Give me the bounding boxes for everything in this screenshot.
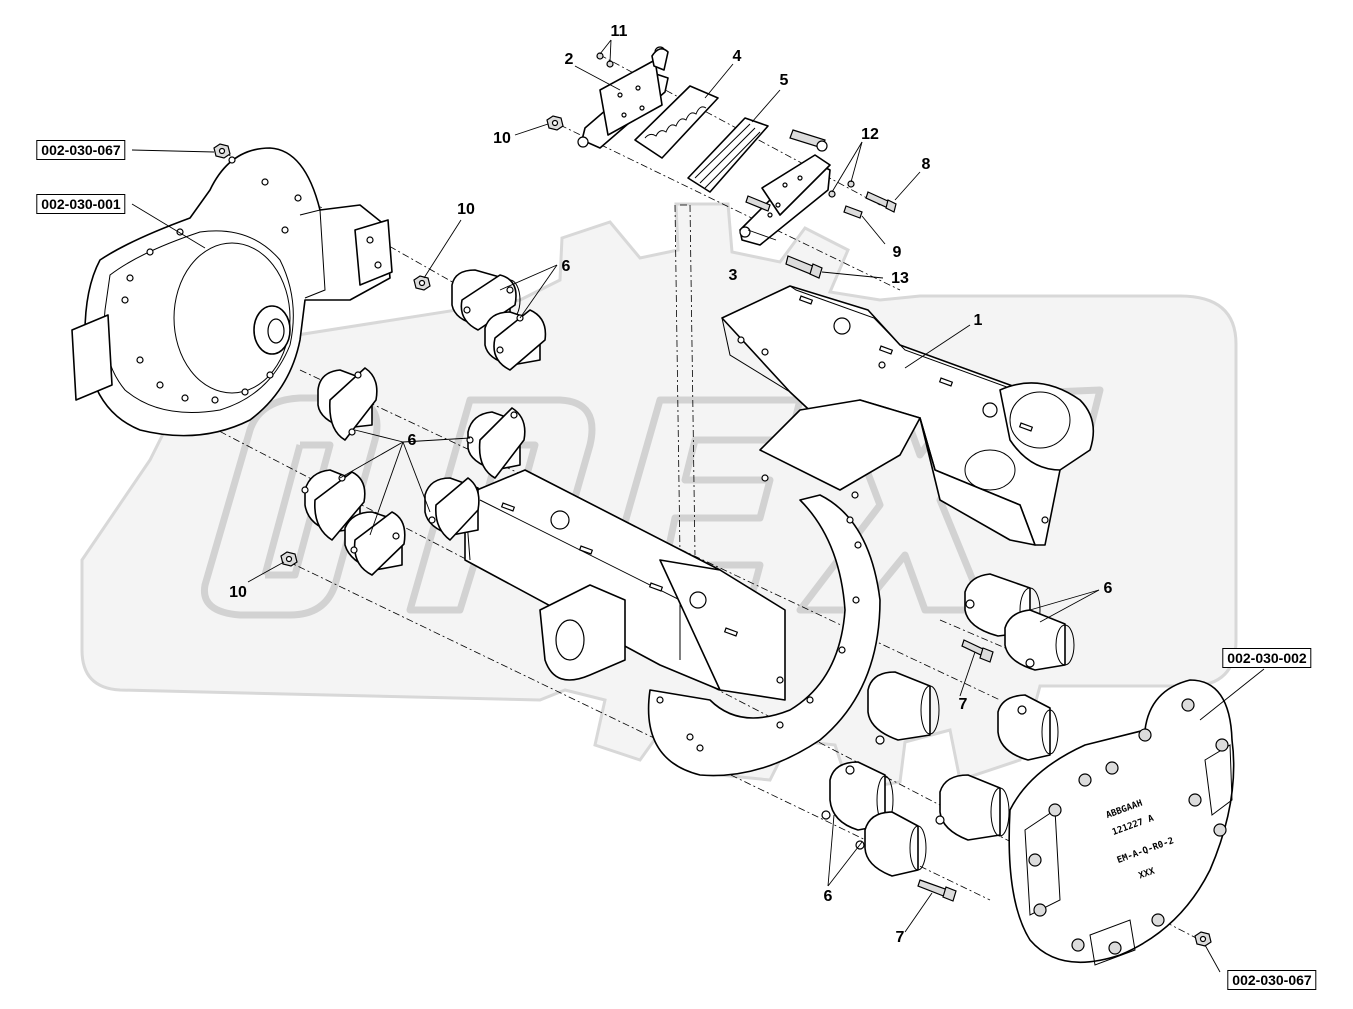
bolt-9 [843,205,863,219]
reference-002-030-002[interactable]: 002-030-002 [1222,648,1312,668]
right-cover-plate: ABBGAAH 121227 A EM-A-Q-R0-2 XXX [1008,679,1235,966]
callout-10-upper: 10 [457,201,475,218]
mount-6-lower-b [997,694,1059,761]
lower-beam-assembly [464,469,881,777]
callout-11: 11 [610,23,628,40]
bolt-7-lower [917,879,957,902]
nut-10-lower [280,551,298,567]
housing-bolt-holes [121,156,382,404]
callout-6-top: 6 [561,258,571,275]
strip-5 [687,117,769,193]
plate-4 [634,85,719,159]
nut-bottom-right [1194,931,1212,947]
mount-6-left-a [317,367,378,441]
callout-4: 4 [732,48,742,65]
callout-6-bottom: 6 [823,888,833,905]
mount-6-lower-a [867,671,940,745]
mount-6-center-b [424,477,480,541]
callout-7-bottom: 7 [895,929,905,946]
callout-8: 8 [921,156,931,173]
mount-6-right-b [1004,609,1075,671]
main-frame-1 [721,285,1095,546]
callout-9: 9 [892,244,902,261]
nut-10-top [546,115,564,131]
cover-bolt-heads [1028,698,1229,955]
callout-6-left: 6 [407,432,417,449]
bolt-7-upper [961,639,994,663]
callout-6-right: 6 [1103,580,1113,597]
mount-6-center-a [466,407,526,479]
callout-5: 5 [779,72,789,89]
callout-12: 12 [861,126,879,143]
ring-holes [656,516,862,752]
reference-002-030-001[interactable]: 002-030-001 [36,194,126,214]
mount-6-left-c [344,511,406,576]
callout-10-bottom: 10 [229,584,247,601]
callout-3: 3 [728,267,738,284]
callout-1: 1 [973,312,983,329]
callout-2: 2 [564,51,574,68]
callout-7-mid: 7 [958,696,968,713]
bracket-2 [577,46,669,149]
bolt-8 [865,191,897,213]
callout-10-top: 10 [493,130,511,147]
nut-10-upper [413,275,431,291]
mount-6-bottom-c [935,774,1010,841]
nut-top-left [213,143,231,159]
reference-002-030-067-bottom[interactable]: 002-030-067 [1227,970,1317,990]
mount-6-bottom-b [855,811,927,877]
bolt-13 [785,255,823,279]
leader-lines [131,39,1265,973]
frame-slots [798,295,1034,432]
left-flange-housing [71,147,393,437]
bracket-3 [739,129,831,246]
mount-6-left-b [301,469,366,541]
reference-002-030-067-top[interactable]: 002-030-067 [36,140,126,160]
callout-13: 13 [891,270,909,287]
